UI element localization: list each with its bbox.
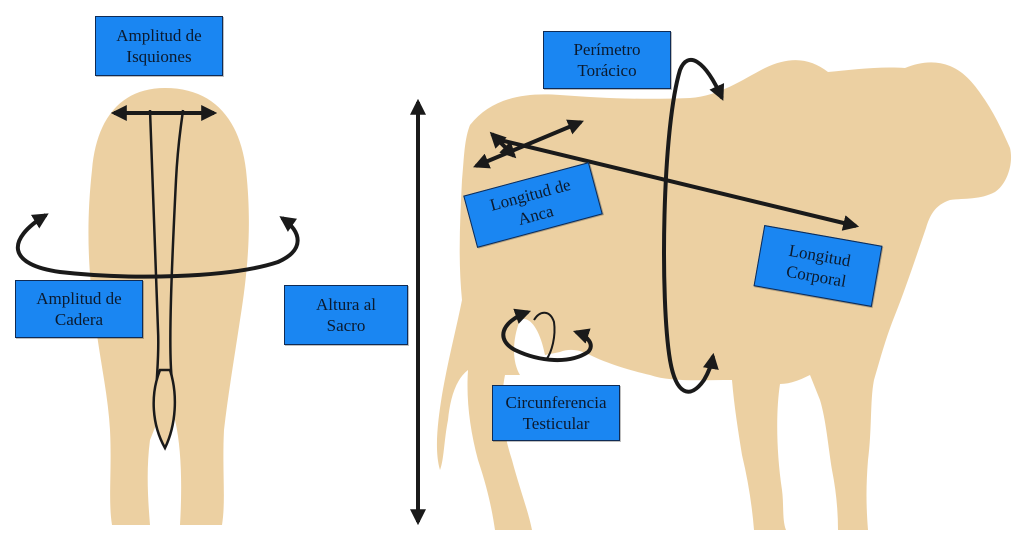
label-altura-sacro: Altura al Sacro <box>284 285 408 345</box>
rear-tail-switch <box>154 370 175 448</box>
side-body-silhouette <box>437 60 1011 530</box>
side-view-bull <box>437 60 1011 530</box>
label-line: Sacro <box>316 315 376 336</box>
label-line: Isquiones <box>116 46 201 67</box>
label-amplitud-cadera: Amplitud de Cadera <box>15 280 143 338</box>
label-line: Perímetro <box>573 39 640 60</box>
label-line: Torácico <box>573 60 640 81</box>
label-line: Testicular <box>506 413 607 434</box>
label-amplitud-isquiones: Amplitud de Isquiones <box>95 16 223 76</box>
label-line: Amplitud de <box>36 288 121 309</box>
label-circunferencia-testicular: Circunferencia Testicular <box>492 385 620 441</box>
label-line: Circunferencia <box>506 392 607 413</box>
label-line: Cadera <box>36 309 121 330</box>
label-line: Amplitud de <box>116 25 201 46</box>
label-line: Altura al <box>316 294 376 315</box>
label-perimetro-toracico: Perímetro Torácico <box>543 31 671 89</box>
